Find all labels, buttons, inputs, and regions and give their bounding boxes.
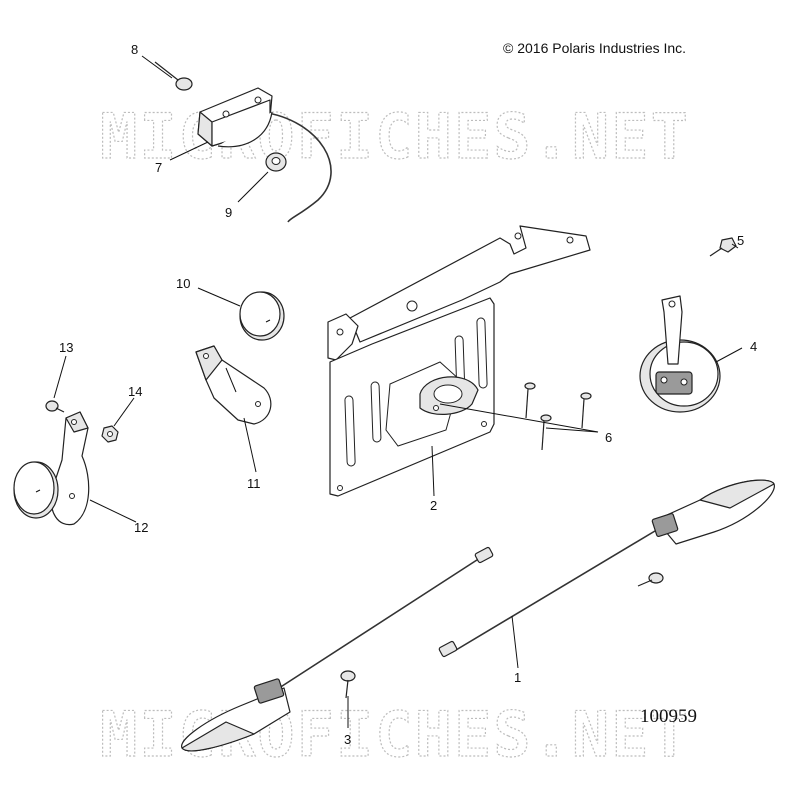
callout-7: 7 [155, 160, 162, 175]
part-1-turn-signal-right [438, 479, 775, 658]
watermark-bottom: MICROFICHES.NET [100, 698, 690, 771]
leader-5 [731, 243, 739, 249]
part-12-reflector-bracket [13, 411, 90, 526]
part-13-screw [45, 400, 65, 413]
callout-2: 2 [430, 498, 437, 513]
watermark-top: MICROFICHES.NET [100, 100, 690, 173]
diagram-number: 100959 [640, 706, 697, 727]
leader-4 [715, 347, 743, 363]
part-9-grommet [265, 152, 287, 172]
leader-6b [439, 403, 599, 433]
callout-3: 3 [344, 732, 351, 747]
callout-11: 11 [247, 476, 261, 491]
callout-6: 6 [605, 430, 612, 445]
leader-10 [197, 287, 241, 307]
leader-14 [113, 397, 135, 427]
part-10-reflector [239, 291, 285, 341]
part-6-screws [524, 382, 592, 451]
callout-13: 13 [59, 340, 73, 355]
copyright-text: © 2016 Polaris Industries Inc. [503, 40, 686, 56]
callout-10: 10 [176, 276, 190, 291]
part-3-screws [340, 572, 664, 699]
callout-9: 9 [225, 205, 232, 220]
part-7-light-housing [197, 87, 332, 223]
part-1-turn-signal-left [181, 546, 494, 752]
callout-8: 8 [131, 42, 138, 57]
leader-2 [431, 445, 435, 497]
callout-12: 12 [134, 520, 148, 535]
leader-11 [243, 417, 257, 473]
part-2-bracket [327, 225, 591, 497]
part-4-horn [639, 295, 721, 413]
leader-1 [511, 615, 519, 669]
part-11-reflector-bracket [195, 345, 272, 425]
part-14-nut [101, 425, 119, 443]
callout-14: 14 [128, 384, 142, 399]
leader-6 [545, 427, 599, 433]
leader-8 [141, 55, 173, 79]
part-5-screw [709, 237, 737, 257]
leader-9 [237, 171, 269, 203]
callout-1: 1 [514, 670, 521, 685]
part-8-screw [154, 61, 193, 91]
leader-12 [89, 499, 137, 523]
leader-7 [169, 141, 209, 161]
leader-13 [53, 355, 67, 399]
callouts: 1 2 3 4 5 6 7 8 9 10 11 12 13 14 [59, 42, 757, 747]
callout-4: 4 [750, 339, 757, 354]
callout-5: 5 [737, 233, 744, 248]
leader-lines [53, 55, 743, 728]
